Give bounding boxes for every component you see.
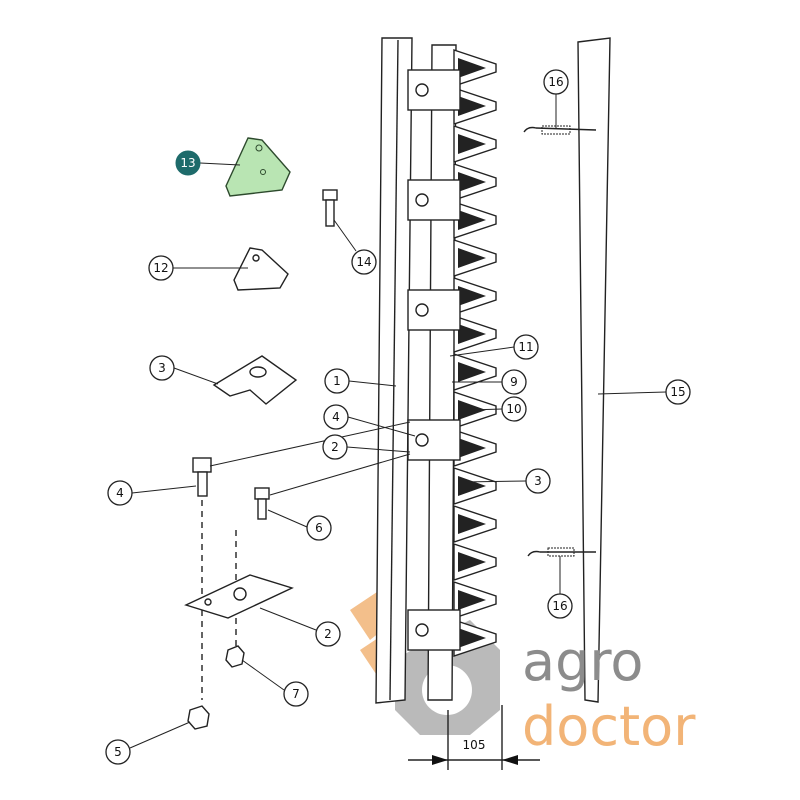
bolt-hole — [415, 433, 429, 447]
callout-circle — [351, 249, 377, 275]
callout-3[interactable]: 3 — [149, 355, 175, 381]
bolt-hole — [415, 83, 429, 97]
part-5-nut[interactable] — [187, 705, 210, 730]
callout-7[interactable]: 7 — [283, 681, 309, 707]
leader-lines — [129, 94, 667, 749]
callout-label: 12 — [153, 261, 168, 275]
callout-label: 2 — [324, 627, 332, 641]
callout-15[interactable]: 15 — [665, 379, 691, 405]
dimension-105: 105 — [408, 705, 540, 770]
callout-label: 4 — [116, 486, 124, 500]
knife-section-serration — [458, 438, 486, 458]
part-3-clip[interactable] — [212, 355, 298, 405]
knife-section-serration — [458, 58, 486, 78]
callout-4[interactable]: 4 — [323, 404, 349, 430]
callout-circle — [105, 739, 131, 765]
callout-label: 10 — [506, 402, 521, 416]
callout-circle — [322, 434, 348, 460]
guard-strip — [577, 37, 611, 703]
callout-circle — [513, 334, 539, 360]
callout-circle — [149, 355, 175, 381]
callout-13[interactable]: 13 — [175, 150, 201, 176]
callout-11[interactable]: 11 — [513, 334, 539, 360]
watermark-agro: agro — [522, 630, 643, 693]
callout-circle — [501, 369, 527, 395]
knife-section-serration — [458, 286, 486, 306]
part-14-bolt[interactable] — [322, 189, 338, 227]
knife-section-serration — [458, 476, 486, 496]
callout-6[interactable]: 6 — [306, 515, 332, 541]
callout-2[interactable]: 2 — [315, 621, 341, 647]
knife-section-serration — [458, 362, 486, 382]
callout-16[interactable]: 16 — [547, 593, 573, 619]
bolt-hole — [415, 623, 429, 637]
bolt-hole — [415, 193, 429, 207]
callout-circle — [525, 468, 551, 494]
part-13-knife-head[interactable] — [225, 137, 291, 197]
callout-label: 9 — [510, 375, 518, 389]
callout-4[interactable]: 4 — [107, 480, 133, 506]
callout-3[interactable]: 3 — [525, 468, 551, 494]
knife-section-serration — [458, 172, 486, 192]
knife-section-serration — [458, 248, 486, 268]
callout-12[interactable]: 12 — [148, 255, 174, 281]
callout-circle — [283, 681, 309, 707]
knife-section-serration — [458, 134, 486, 154]
watermark-doctor: doctor — [522, 695, 696, 758]
callout-9[interactable]: 9 — [501, 369, 527, 395]
knife-back — [427, 44, 457, 701]
knife-section-serration — [458, 552, 486, 572]
callout-label: 5 — [114, 745, 122, 759]
callout-label: 2 — [331, 440, 339, 454]
callout-10[interactable]: 10 — [501, 396, 527, 422]
spring-bottom — [527, 547, 596, 557]
part-7-nut[interactable] — [225, 645, 245, 668]
callout-circle — [107, 480, 133, 506]
callout-label: 15 — [670, 385, 685, 399]
callout-circle — [543, 69, 569, 95]
callout-1[interactable]: 1 — [324, 368, 350, 394]
callout-label: 13 — [180, 156, 195, 170]
callout-2[interactable]: 2 — [322, 434, 348, 460]
callout-circle — [501, 396, 527, 422]
callout-label: 4 — [332, 410, 340, 424]
callout-label: 1 — [333, 374, 341, 388]
knife-section-serration — [458, 210, 486, 230]
knife-section-serration — [458, 590, 486, 610]
callout-circle — [547, 593, 573, 619]
callout-14[interactable]: 14 — [351, 249, 377, 275]
knife-section-serration — [458, 96, 486, 116]
callout-label: 3 — [534, 474, 542, 488]
knife-section-serration — [458, 324, 486, 344]
part-6-bolt[interactable] — [235, 487, 270, 650]
callout-circle — [323, 404, 349, 430]
callout-label: 7 — [292, 687, 300, 701]
watermark-text: agro doctor — [522, 630, 696, 758]
callout-label: 14 — [356, 255, 371, 269]
callout-16[interactable]: 16 — [543, 69, 569, 95]
callout-label: 6 — [315, 521, 323, 535]
callout-circle — [315, 621, 341, 647]
callout-label: 11 — [518, 340, 533, 354]
callout-circle — [306, 515, 332, 541]
knife-sections — [407, 44, 497, 701]
knife-section-serration — [458, 514, 486, 534]
finger-bar — [375, 37, 413, 704]
part-4-bolt[interactable] — [192, 457, 212, 700]
callout-circle — [324, 368, 350, 394]
callout-label: 16 — [548, 75, 563, 89]
callout-label: 16 — [552, 599, 567, 613]
part-12-knife-head[interactable] — [233, 247, 289, 291]
knife-section-serration — [458, 628, 486, 648]
callout-5[interactable]: 5 — [105, 739, 131, 765]
callout-circle — [665, 379, 691, 405]
bolt-hole — [415, 303, 429, 317]
part-2-plate[interactable] — [184, 574, 294, 619]
callout-circle — [148, 255, 174, 281]
callout-label: 3 — [158, 361, 166, 375]
dimension-label: 105 — [463, 738, 486, 752]
